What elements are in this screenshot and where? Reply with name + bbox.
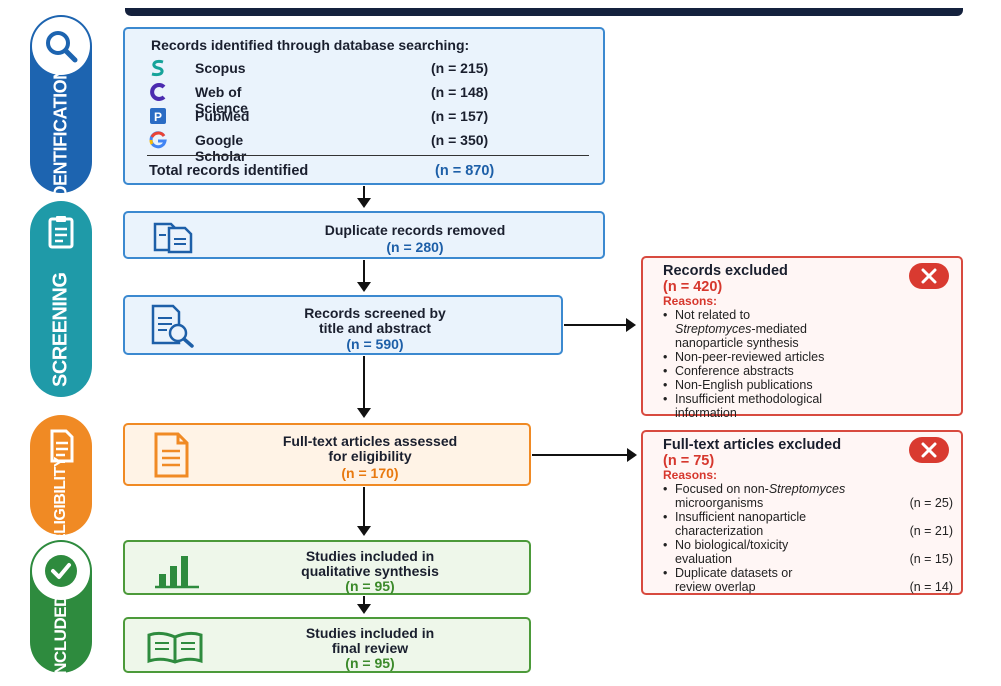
open-book-icon [147, 631, 203, 664]
source-name: Google Scholar [195, 132, 247, 164]
reason-count: (n = 15) [909, 552, 953, 566]
fulltext-excluded-title: Full-text articles excluded [663, 437, 842, 453]
final-title-line1: Studies included in [305, 625, 435, 641]
reason-item: Non-English publications [663, 378, 824, 392]
stage-eligibility: ELIGIBILITY [30, 415, 92, 545]
top-bar [125, 8, 963, 16]
document-search-icon [151, 304, 194, 348]
fulltext-excluded-count: (n = 75) [663, 453, 715, 469]
stage-label-included: INCLUDED [51, 595, 70, 680]
reason-count: (n = 21) [909, 524, 953, 538]
duplicates-box: Duplicate records removed (n = 280) [123, 211, 605, 259]
duplicate-documents-icon [153, 222, 193, 254]
screened-title-line1: Records screened by [304, 305, 446, 321]
source-name: Scopus [195, 60, 246, 76]
reason-count: (n = 25) [909, 496, 953, 510]
checkmark-icon [45, 555, 77, 587]
qualitative-count: (n = 95) [345, 578, 395, 594]
svg-text:P: P [154, 110, 162, 124]
arrow-right [532, 448, 637, 462]
fulltext-count: (n = 170) [341, 465, 399, 481]
reason-item: Non-peer-reviewed articles [663, 350, 824, 364]
final-count: (n = 95) [345, 655, 395, 671]
reason-count: (n = 14) [909, 580, 953, 594]
stage-icon-holder [32, 17, 90, 75]
duplicates-count: (n = 280) [386, 239, 444, 255]
stage-included: INCLUDED [30, 540, 92, 680]
document-icon [50, 429, 74, 463]
clipboard-icon [48, 216, 74, 249]
records-excluded-box: Records excluded (n = 420) Reasons: Not … [641, 256, 963, 420]
reasons-list: Not related toStreptomyces-mediatednanop… [663, 308, 824, 420]
fulltext-excluded-box: Full-text articles excluded (n = 75) Rea… [641, 430, 963, 595]
arrow-down [357, 186, 371, 208]
identification-heading: Records identified through database sear… [151, 37, 470, 53]
exclusion-badge [909, 437, 949, 463]
google-scholar-icon [149, 131, 167, 149]
exclusion-badge [909, 263, 949, 289]
final-title-line2: final review [331, 640, 409, 656]
final-box: Studies included in final review (n = 95… [123, 617, 531, 673]
source-name: PubMed [195, 108, 250, 124]
source-count: (n = 148) [431, 84, 489, 100]
stage-icon-holder [32, 203, 90, 261]
stage-icon-holder [32, 542, 90, 600]
records-excluded-count: (n = 420) [663, 279, 723, 295]
qualitative-box: Studies included in qualitative synthesi… [123, 540, 531, 595]
source-count: (n = 215) [431, 60, 489, 76]
close-icon [921, 268, 937, 284]
document-icon [154, 432, 189, 478]
stage-label-eligibility: ELIGIBILITY [52, 457, 69, 545]
pubmed-icon: P [150, 108, 166, 124]
arrow-down [357, 356, 371, 418]
stage-label-screening: SCREENING [49, 272, 72, 388]
source-count: (n = 157) [431, 108, 489, 124]
total-label: Total records identified [149, 163, 309, 179]
reason-item: Not related toStreptomyces-mediatednanop… [663, 308, 824, 350]
bar-chart-icon [155, 556, 199, 589]
reason-item: Focused on non-Streptomycesmicroorganism… [663, 482, 953, 510]
records-excluded-title: Records excluded [663, 263, 788, 279]
reasons-label: Reasons: [663, 294, 718, 308]
web-of-science-icon [150, 83, 166, 101]
reason-item: Insufficient nanoparticlecharacterizatio… [663, 510, 953, 538]
fulltext-box: Full-text articles assessed for eligibil… [123, 423, 531, 486]
reasons-list: Focused on non-Streptomycesmicroorganism… [663, 482, 953, 594]
screened-title-line2: title and abstract [318, 320, 432, 336]
stage-identification: IDENTIFICATION [30, 15, 92, 203]
scopus-icon [151, 59, 164, 77]
qualitative-title-line1: Studies included in [305, 548, 435, 564]
arrow-down [357, 487, 371, 536]
arrow-right [564, 318, 636, 332]
reason-item: Conference abstracts [663, 364, 824, 378]
arrow-down [357, 596, 371, 614]
source-count: (n = 350) [431, 132, 489, 148]
screened-count: (n = 590) [346, 336, 404, 352]
magnifier-icon [46, 31, 78, 63]
arrow-down [357, 260, 371, 292]
stage-screening: SCREENING [30, 201, 92, 397]
fulltext-title-line2: for eligibility [328, 448, 412, 464]
reasons-label: Reasons: [663, 468, 718, 482]
stage-label-identification: IDENTIFICATION [50, 67, 71, 203]
total-count: (n = 870) [435, 163, 495, 179]
divider [147, 155, 589, 156]
identification-box: Records identified through database sear… [123, 27, 605, 185]
stage-icon-holder [32, 417, 90, 475]
duplicates-title: Duplicate records removed [324, 222, 506, 238]
qualitative-title-line2: qualitative synthesis [301, 563, 439, 579]
fulltext-title-line1: Full-text articles assessed [282, 433, 458, 449]
close-icon [921, 442, 937, 458]
source-name: Web of Science [195, 84, 248, 116]
screened-box: Records screened by title and abstract (… [123, 295, 563, 355]
